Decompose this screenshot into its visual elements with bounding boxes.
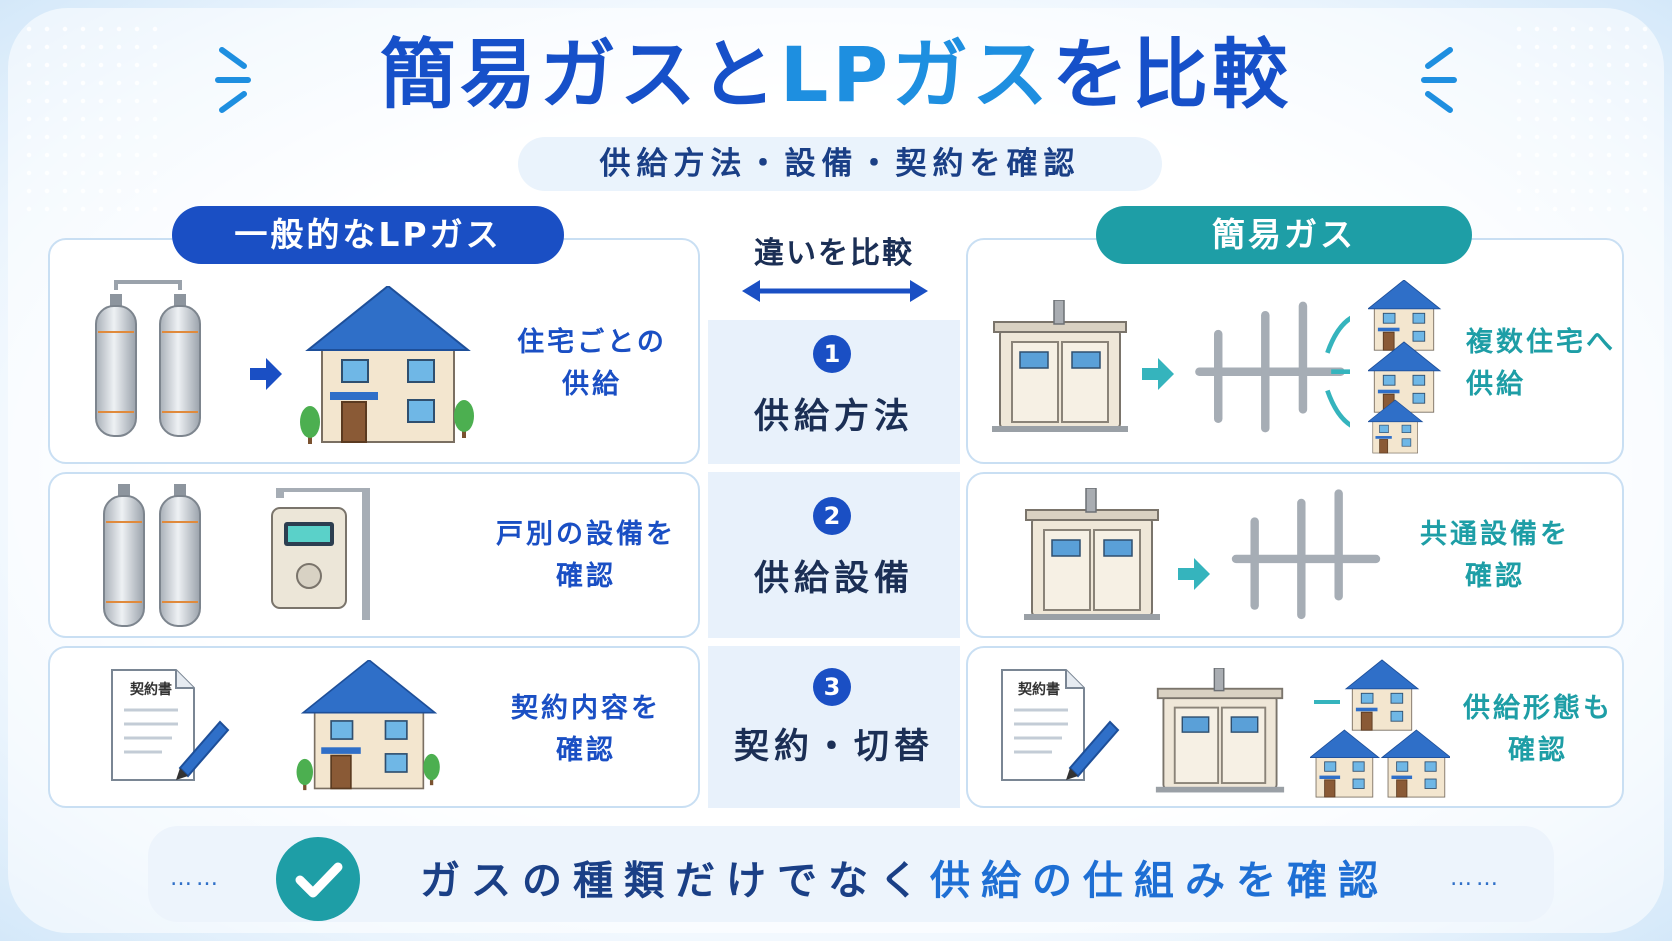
gas-meter-icon (271, 488, 370, 620)
title-part-3: を比較 (1052, 30, 1293, 119)
row-3-label: 契約・切替 (733, 727, 934, 767)
row-3-number: 3 (813, 668, 851, 706)
bottom-banner (148, 826, 1554, 922)
caption-line: 契約内容を (511, 693, 661, 724)
row-2-label: 供給設備 (753, 559, 914, 599)
contract-document-icon: 契約書 (1000, 668, 1119, 782)
banner-text-part-1: ガスの種類だけでなく (420, 858, 930, 904)
caption-line: 供給形態も (1463, 693, 1613, 724)
caption-line: 複数住宅へ (1466, 327, 1616, 358)
utility-shed-icon (1023, 488, 1161, 621)
row-3-right-caption: 供給形態も 確認 (1448, 688, 1628, 772)
caption-line: 供給 (1466, 369, 1526, 400)
lp-row-2-panel (48, 472, 700, 638)
row-1-right-caption: 複数住宅へ 供給 (1466, 322, 1646, 406)
banner-dots-left: …… (170, 866, 222, 891)
lp-gas-header: 一般的なLPガス (172, 206, 564, 264)
house-icon (300, 286, 474, 444)
arrow-right-icon (1142, 358, 1174, 390)
subtitle: 供給方法・設備・契約を確認 (518, 137, 1162, 191)
row-2-left-caption: 戸別の設備を 確認 (476, 514, 696, 598)
row-1-label: 供給方法 (753, 397, 914, 437)
caption-line: 確認 (1465, 561, 1525, 592)
page-title: 簡易ガスとLPガスを比較 (0, 20, 1672, 130)
compare-label: 違いを比較 (754, 236, 914, 271)
banner-text: ガスの種類だけでなく供給の仕組みを確認 (420, 848, 1389, 906)
utility-shed-icon (1154, 668, 1286, 794)
caption-line: 共通設備を (1420, 519, 1570, 550)
arrow-right-icon (1178, 558, 1210, 590)
caption-line: 確認 (1508, 735, 1568, 766)
caption-line: 確認 (556, 735, 616, 766)
banner-text-part-2: 供給の仕組みを確認 (930, 858, 1389, 904)
caption-line: 供給 (562, 369, 622, 400)
house-icon (296, 660, 440, 791)
double-arrow-icon (742, 280, 928, 302)
utility-shed-icon (991, 300, 1129, 433)
row-3-left-caption: 契約内容を 確認 (476, 688, 696, 772)
check-icon (276, 837, 360, 921)
pipe-network-icon (1226, 488, 1386, 628)
pipe-network-icon (1190, 292, 1350, 442)
kani-gas-header: 簡易ガス (1096, 206, 1472, 264)
title-part-1: 簡易ガスと (379, 30, 780, 119)
gas-cylinder-icon (103, 483, 201, 627)
title-part-2: LPガス (779, 30, 1053, 119)
row-1-left-caption: 住宅ごとの 供給 (492, 322, 692, 406)
caption-line: 戸別の設備を (496, 519, 676, 550)
gas-cylinder-icon (95, 280, 201, 437)
house-icon (1310, 659, 1450, 798)
house-icon (1368, 280, 1441, 454)
sparkle-right-icon (1421, 47, 1457, 113)
arrow-right-icon (250, 358, 282, 390)
row-2-right-caption: 共通設備を 確認 (1400, 514, 1590, 598)
contract-doc-label: 契約書 (1017, 681, 1060, 698)
contract-doc-label: 契約書 (129, 681, 172, 698)
banner-dots-right: …… (1450, 866, 1502, 891)
caption-line: 住宅ごとの (517, 327, 667, 358)
caption-line: 確認 (556, 561, 616, 592)
sparkle-left-icon (215, 47, 251, 113)
contract-document-icon: 契約書 (110, 668, 229, 782)
row-1-number: 1 (813, 335, 851, 373)
row-2-number: 2 (813, 497, 851, 535)
